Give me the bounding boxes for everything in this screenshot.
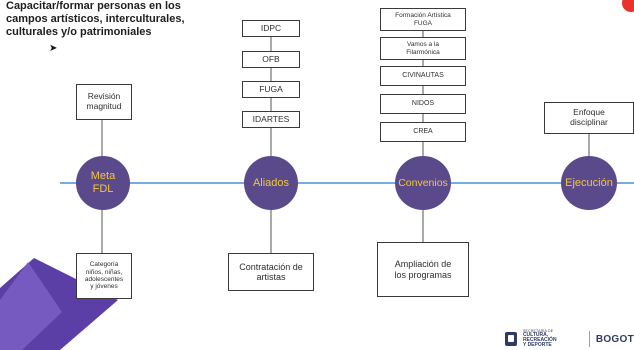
- meta-bottom-box: Categoría niños, niñas, adolescentes y j…: [76, 253, 132, 299]
- meta-top-box: Revisión magnitud: [76, 84, 132, 120]
- convenios-item-filarmonica: Vamos a la Filarmónica: [380, 37, 466, 60]
- red-corner-dot: [622, 0, 634, 12]
- convenios-item-nidos: NIDOS: [380, 94, 466, 114]
- aliados-item-ofb: OFB: [242, 51, 300, 68]
- convenios-item-civinautas: CIVINAUTAS: [380, 66, 466, 86]
- footer-logos: SECRETARÍA DE CULTURA, RECREACIÓN Y DEPO…: [505, 328, 634, 350]
- node-convenios: Convenios: [395, 156, 451, 210]
- ejecucion-top-box: Enfoque disciplinar: [544, 102, 634, 134]
- aliados-item-fuga: FUGA: [242, 81, 300, 98]
- node-ejecucion: Ejecución: [561, 156, 617, 210]
- convenios-item-formacion-fuga: Formación Artística FUGA: [380, 8, 466, 31]
- decor-stripe-light: [0, 262, 62, 350]
- node-meta-fdl: Meta FDL: [76, 156, 130, 210]
- convenios-item-crea: CREA: [380, 122, 466, 142]
- node-aliados: Aliados: [244, 156, 298, 210]
- bogota-wordmark: BOGOT: [595, 333, 634, 345]
- slide-heading: Capacitar/formar personas en los campos …: [6, 0, 185, 38]
- secretaria-small-label: SECRETARÍA DE: [522, 328, 554, 333]
- convenios-bottom-box: Ampliación de los programas: [377, 242, 469, 297]
- aliados-item-idpc: IDPC: [242, 20, 300, 37]
- secretaria-name: CULTURA, RECREACIÓN Y DEPORTE: [522, 332, 557, 349]
- aliados-item-idartes: IDARTES: [242, 111, 300, 128]
- mouse-cursor-icon: ➤: [49, 43, 58, 54]
- secretaria-logo: SECRETARÍA DE CULTURA, RECREACIÓN Y DEPO…: [522, 328, 583, 349]
- footer-divider: [588, 331, 590, 347]
- aliados-bottom-box: Contratación de artistas: [228, 253, 314, 291]
- bogota-seal-icon: [505, 332, 517, 346]
